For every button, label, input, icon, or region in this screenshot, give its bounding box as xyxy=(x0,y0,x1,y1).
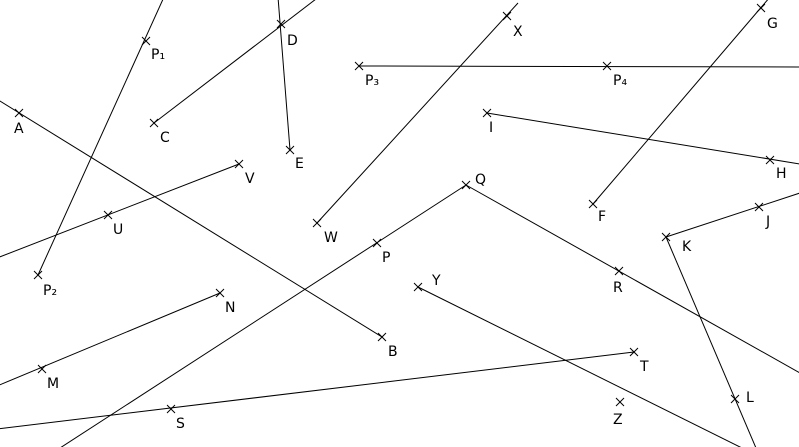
point-mark-p1 xyxy=(141,36,151,46)
point-mark-v xyxy=(234,159,244,169)
point-label-t: T xyxy=(639,359,649,375)
line-KL xyxy=(665,236,757,447)
point-label-c: C xyxy=(160,130,170,146)
line-IH xyxy=(486,112,799,165)
point-mark-x xyxy=(502,11,512,21)
line-AB xyxy=(0,100,383,338)
line-P3P4 xyxy=(358,65,799,68)
point-label-q: Q xyxy=(475,172,486,188)
point-mark-t xyxy=(629,347,639,357)
point-mark-q xyxy=(461,180,471,190)
point-mark-f xyxy=(588,199,598,209)
point-label-u: U xyxy=(113,222,123,238)
point-label-f: F xyxy=(598,209,606,225)
point-mark-u xyxy=(103,210,113,220)
point-label-a: A xyxy=(14,121,24,137)
point-mark-r xyxy=(614,266,624,276)
point-label-g: G xyxy=(767,16,778,32)
point-mark-d xyxy=(276,19,286,29)
point-mark-e xyxy=(285,145,295,155)
point-mark-p4 xyxy=(602,61,612,71)
point-label-p4: P₄ xyxy=(613,73,627,89)
line-YZ xyxy=(417,286,742,447)
point-mark-h xyxy=(765,155,775,165)
line-CD xyxy=(153,0,316,124)
point-mark-b xyxy=(377,332,387,342)
point-label-p3: P₃ xyxy=(365,73,379,89)
point-label-l: L xyxy=(746,390,754,406)
point-mark-m xyxy=(37,364,47,374)
line-PQ xyxy=(60,184,467,447)
point-mark-z xyxy=(615,397,625,407)
point-label-p2: P₂ xyxy=(43,283,57,299)
point-mark-i xyxy=(482,108,492,118)
point-mark-p3 xyxy=(354,61,364,71)
point-marks xyxy=(14,3,775,414)
point-label-w: W xyxy=(324,230,338,246)
point-label-j: J xyxy=(765,214,770,230)
point-label-z: Z xyxy=(613,412,623,428)
point-label-k: K xyxy=(682,239,692,255)
line-WX xyxy=(316,2,519,224)
line-ST xyxy=(0,351,635,430)
point-label-y: Y xyxy=(431,273,441,289)
point-mark-s xyxy=(166,404,176,414)
point-label-h: H xyxy=(776,166,787,182)
point-label-d: D xyxy=(287,33,298,49)
point-labels: A B C D E F G H I J K L M N P Q R S T U V W X Y Z P₁ P₂ P₃ P₄ xyxy=(14,16,787,432)
point-label-r: R xyxy=(613,280,623,296)
line-QR xyxy=(465,184,799,374)
point-label-v: V xyxy=(245,171,255,187)
point-mark-k xyxy=(661,232,671,242)
point-label-m: M xyxy=(47,376,59,392)
point-mark-y xyxy=(413,282,423,292)
point-mark-a xyxy=(14,108,24,118)
line-FG xyxy=(592,0,769,205)
point-mark-p xyxy=(372,238,382,248)
point-mark-p2 xyxy=(33,270,43,280)
point-label-e: E xyxy=(295,156,304,172)
point-mark-j xyxy=(754,202,764,212)
point-label-s: S xyxy=(176,416,185,432)
point-label-p: P xyxy=(382,250,390,266)
point-label-i: I xyxy=(489,120,493,136)
point-label-x: X xyxy=(513,24,523,40)
point-mark-n xyxy=(215,288,225,298)
point-mark-g xyxy=(756,3,766,13)
point-label-p1: P₁ xyxy=(151,47,165,63)
line-MN xyxy=(0,292,221,386)
line-KJ xyxy=(665,192,799,238)
point-label-b: B xyxy=(388,344,398,360)
point-mark-c xyxy=(149,118,159,128)
line-UV xyxy=(0,163,240,258)
point-label-n: N xyxy=(225,300,235,316)
point-mark-w xyxy=(312,218,322,228)
point-mark-l xyxy=(730,394,740,404)
